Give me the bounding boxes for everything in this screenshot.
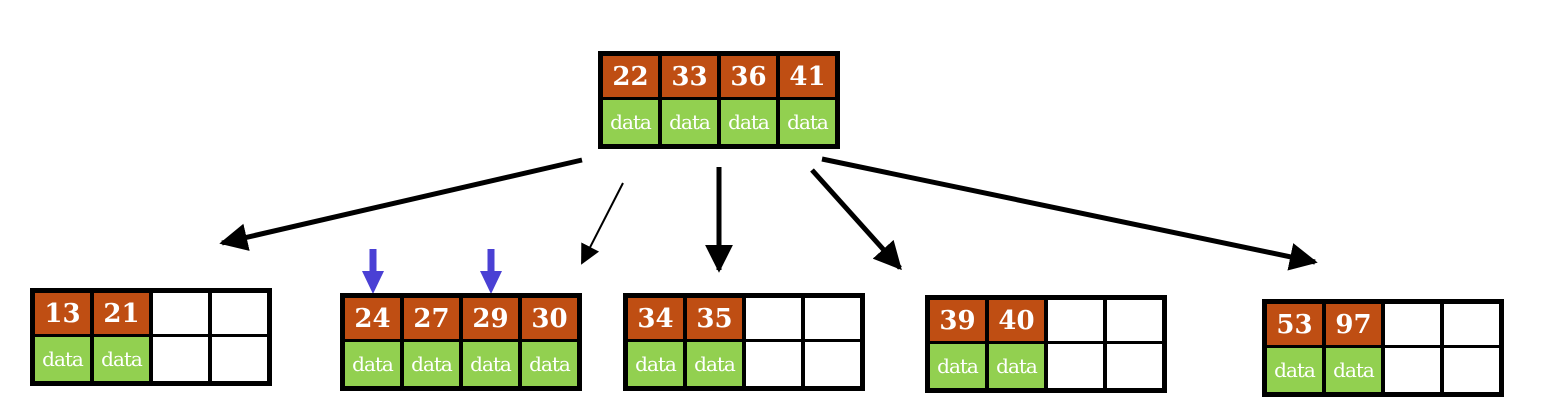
data-label: data (522, 342, 577, 386)
data-label: data (35, 337, 90, 381)
data-label: data (780, 100, 835, 144)
btree-leaf-node-4: 39 data 40 data (925, 295, 1167, 393)
key-data-cell: 39 data (928, 298, 987, 390)
data-label: data (94, 337, 149, 381)
key-value: 33 (662, 56, 717, 100)
data-label: data (1326, 348, 1381, 392)
data-label: data (1267, 348, 1322, 392)
empty-cell (803, 296, 862, 388)
root-to-child2-arrow (581, 182, 624, 265)
key-data-cell: 33 data (660, 54, 719, 146)
key-value: 36 (721, 56, 776, 100)
data-label: data (463, 342, 518, 386)
key-data-cell: 22 data (601, 54, 660, 146)
data-label: data (603, 100, 658, 144)
data-label: data (628, 342, 683, 386)
data-label: data (404, 342, 459, 386)
data-label: data (721, 100, 776, 144)
key-value: 35 (687, 298, 742, 342)
btree-leaf-node-2: 24 data 27 data 29 data 30 data (340, 293, 582, 391)
pointer-arrow-key-29 (480, 249, 502, 294)
data-label: data (662, 100, 717, 144)
empty-cell (1383, 302, 1442, 394)
key-data-cell: 34 data (626, 296, 685, 388)
key-value: 39 (930, 300, 985, 344)
btree-leaf-node-5: 53 data 97 data (1262, 299, 1504, 397)
key-value: 53 (1267, 304, 1322, 348)
empty-cell (744, 296, 803, 388)
root-to-child1-arrow (219, 157, 583, 251)
empty-cell (210, 291, 269, 383)
key-data-cell: 29 data (461, 296, 520, 388)
pointer-arrow-key-24 (362, 249, 384, 294)
key-data-cell: 24 data (343, 296, 402, 388)
key-value: 34 (628, 298, 683, 342)
key-value: 22 (603, 56, 658, 100)
empty-cell (151, 291, 210, 383)
key-value: 27 (404, 298, 459, 342)
root-to-child5-arrow (821, 156, 1318, 271)
btree-leaf-node-3: 34 data 35 data (623, 293, 865, 391)
empty-cell (1046, 298, 1105, 390)
empty-cell (1105, 298, 1164, 390)
key-data-cell: 27 data (402, 296, 461, 388)
key-data-cell: 35 data (685, 296, 744, 388)
root-to-child4-arrow (810, 168, 902, 271)
key-value: 24 (345, 298, 400, 342)
key-value: 40 (989, 300, 1044, 344)
key-data-cell: 30 data (520, 296, 579, 388)
key-value: 41 (780, 56, 835, 100)
key-value: 30 (522, 298, 577, 342)
key-data-cell: 53 data (1265, 302, 1324, 394)
key-value: 97 (1326, 304, 1381, 348)
data-label: data (687, 342, 742, 386)
key-data-cell: 36 data (719, 54, 778, 146)
key-value: 21 (94, 293, 149, 337)
key-value: 29 (463, 298, 518, 342)
empty-cell (1442, 302, 1501, 394)
btree-root-node: 22 data 33 data 36 data 41 data (598, 51, 840, 149)
data-label: data (989, 344, 1044, 388)
key-data-cell: 97 data (1324, 302, 1383, 394)
data-label: data (930, 344, 985, 388)
key-value: 13 (35, 293, 90, 337)
btree-leaf-node-1: 13 data 21 data (30, 288, 272, 386)
data-label: data (345, 342, 400, 386)
key-data-cell: 40 data (987, 298, 1046, 390)
key-data-cell: 41 data (778, 54, 837, 146)
key-data-cell: 13 data (33, 291, 92, 383)
key-data-cell: 21 data (92, 291, 151, 383)
